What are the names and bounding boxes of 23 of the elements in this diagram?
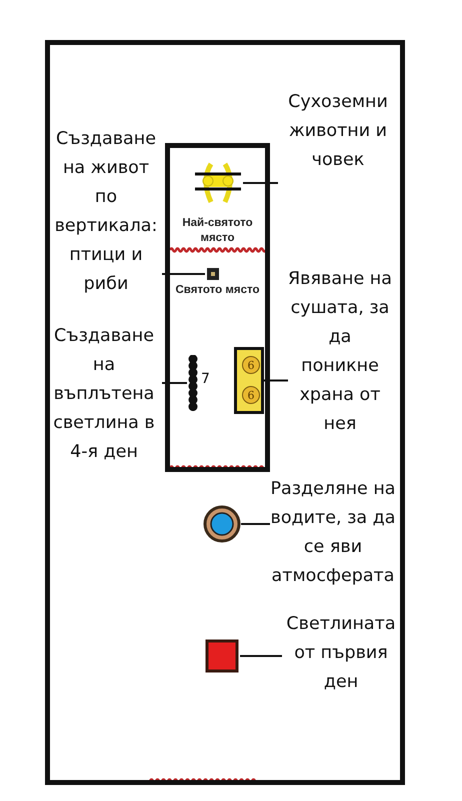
caption-text: Сухоземни животни и човек (278, 88, 398, 188)
number-label: 7 (201, 371, 210, 387)
altar-icon (204, 638, 240, 674)
room-label: Святото място (174, 283, 260, 298)
room-label: Най-святото място (181, 216, 254, 246)
caption-text: Светлината от първия ден (282, 610, 400, 700)
leader-line (162, 273, 205, 275)
leader-line (243, 182, 278, 184)
caption-text: Създаване на живот по вертикала: птици и риби (50, 125, 162, 297)
table-icon (234, 347, 264, 414)
courtyard-outline (45, 40, 405, 785)
lampstand-icon (187, 355, 199, 411)
caption-text: Създаване на въплътена светлина в 4-я ден (46, 322, 162, 472)
leader-line (240, 655, 282, 657)
basin-icon (203, 505, 241, 543)
caption-text: Явяване на сушата, за да поникне храна от нея (288, 265, 392, 445)
tent-outline (165, 143, 270, 472)
caption-text: Разделяне на водите, за да се яви атмосферата (270, 475, 396, 595)
bread-number: 6 (242, 386, 260, 404)
altar-icon (205, 266, 221, 282)
leader-line (241, 523, 270, 525)
bread-number: 6 (242, 356, 260, 374)
leader-line (162, 382, 187, 384)
